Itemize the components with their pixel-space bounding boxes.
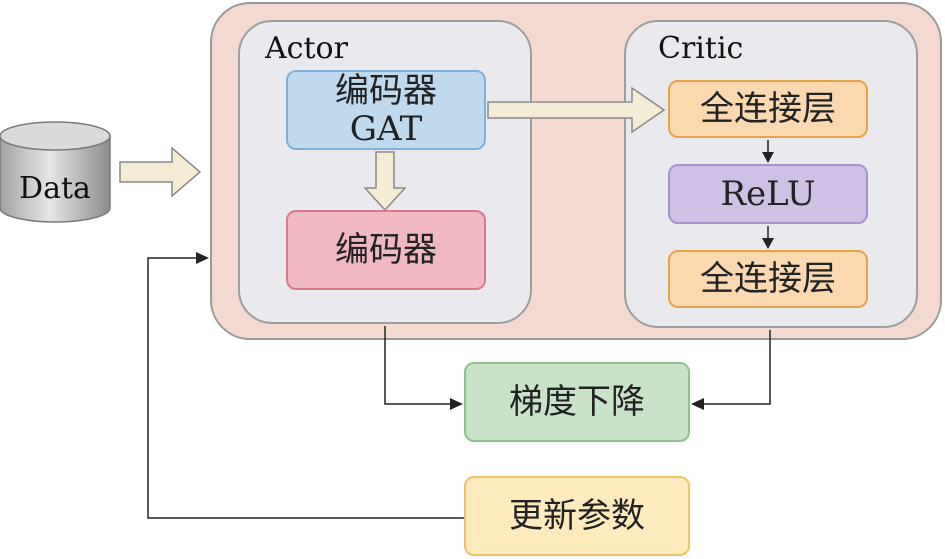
fully-connected-layer-1-box: 全连接层 xyxy=(668,80,868,138)
relu-box: ReLU xyxy=(668,164,868,224)
encoder-gat-line2: GAT xyxy=(349,109,423,149)
critic-to-gradient-arrow xyxy=(691,330,771,410)
data-input-arrow xyxy=(119,146,202,198)
update-params-box: 更新参数 xyxy=(464,476,690,556)
critic-title: Critic xyxy=(658,31,744,66)
encoder-gat-line1: 编码器 xyxy=(335,70,437,111)
data-label: Data xyxy=(19,170,91,206)
fully-connected-layer-2-box: 全连接层 xyxy=(668,250,868,308)
gradient-descent-box: 梯度下降 xyxy=(464,362,690,442)
encoder-gat-box: 编码器 GAT xyxy=(286,70,486,150)
encoder-box: 编码器 xyxy=(286,210,486,290)
actor-title: Actor xyxy=(265,31,348,66)
